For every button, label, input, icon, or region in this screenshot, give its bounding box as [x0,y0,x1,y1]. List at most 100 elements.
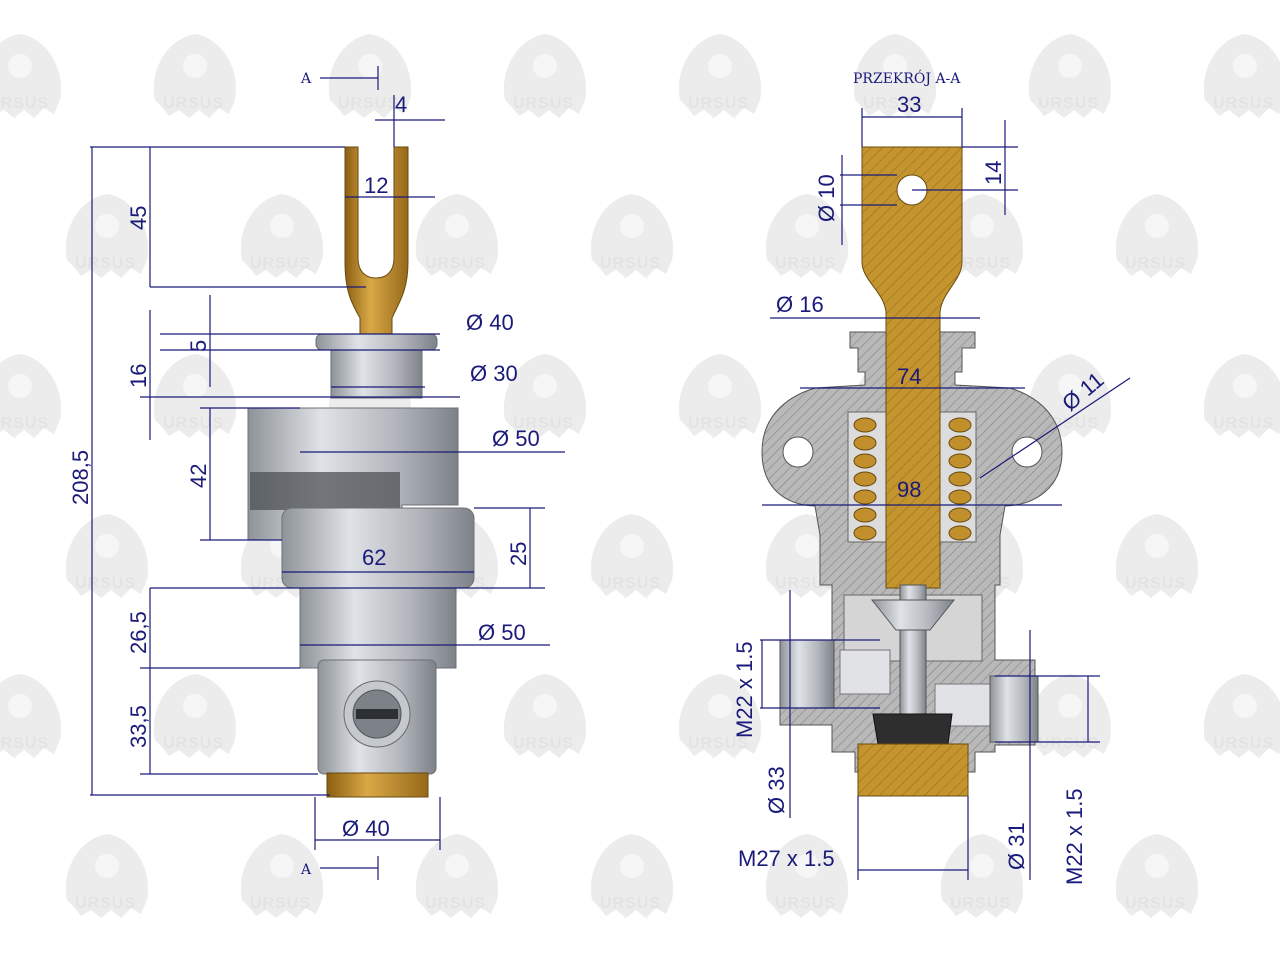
flange-hole-right [1011,436,1043,468]
watermark-text: URSUS [688,415,749,432]
dim-m22-right: M22 x 1.5 [1062,788,1087,885]
left-view: A A 4 [68,66,565,880]
watermark-logo: URSUS [678,674,762,758]
watermark-logo: URSUS [1115,834,1199,918]
watermark-text: URSUS [1038,735,1099,752]
watermark-text: URSUS [250,895,311,912]
dim-45: 45 [126,206,151,230]
watermark-logo: URSUS [153,354,237,438]
dim-phi16: Ø 16 [776,292,824,317]
watermark-logo: URSUS [240,194,324,278]
watermark-text: URSUS [1038,95,1099,112]
watermark-logo: URSUS [1115,194,1199,278]
port-bore-left [839,649,891,695]
watermark-text: URSUS [950,895,1011,912]
watermark-text: URSUS [0,735,49,752]
dim-62: 62 [362,545,386,570]
spring-coil [948,417,972,433]
dim-5: 5 [186,340,211,352]
section-title: PRZEKRÓJ A-A [853,69,961,87]
dim-26-5: 26,5 [126,611,151,654]
neck [330,349,423,399]
spring-coil [853,417,877,433]
watermark-logo: URSUS [590,194,674,278]
watermark-logo: URSUS [0,354,62,438]
watermark-logo: URSUS [1203,354,1280,438]
watermark-text: URSUS [425,895,486,912]
watermark-text: URSUS [163,415,224,432]
watermark-text: URSUS [338,95,399,112]
watermark-logo: URSUS [65,194,149,278]
spring-left [853,417,877,541]
watermark-logo: URSUS [415,834,499,918]
watermark-text: URSUS [1125,575,1186,592]
watermark-logo: URSUS [503,34,587,118]
watermark-logo: URSUS [1028,34,1112,118]
right-view-section: PRZEKRÓJ A-A 33 14 Ø 10 Ø 16 74 Ø 11 98 … [732,69,1131,885]
watermark-logo: URSUS [765,194,849,278]
top-collar [315,333,438,351]
watermark-text: URSUS [1213,415,1274,432]
bottom-nut [326,772,429,798]
spring-coil [853,507,877,523]
watermark-logo: URSUS [765,834,849,918]
dim-33-top: 33 [897,92,921,117]
spring-coil [948,453,972,469]
watermark-logo: URSUS [0,674,62,758]
dim-phi40-bottom: Ø 40 [342,816,390,841]
watermark-logo: URSUS [590,834,674,918]
dim-phi50-lower: Ø 50 [478,620,526,645]
watermark-logo: URSUS [153,674,237,758]
valve-seat [872,713,953,745]
watermark-text: URSUS [163,95,224,112]
watermark-text: URSUS [163,735,224,752]
watermark-text: URSUS [1213,95,1274,112]
watermark-logo: URSUS [678,34,762,118]
watermark-text: URSUS [600,575,661,592]
port-slot [356,709,398,719]
section-marker-top: A [300,71,312,87]
watermark-text: URSUS [0,95,49,112]
dim-98: 98 [897,477,921,502]
eye-rod [861,146,963,589]
spring-coil [853,453,877,469]
dim-12: 12 [364,173,388,198]
watermark-logo: URSUS [940,194,1024,278]
watermark-text: URSUS [863,95,924,112]
dim-phi50-upper: Ø 50 [492,426,540,451]
watermark-logo: URSUS [0,34,62,118]
watermark-text: URSUS [1125,895,1186,912]
watermark-text: URSUS [425,255,486,272]
dim-m22-left: M22 x 1.5 [732,641,757,738]
watermark-logo: URSUS [240,834,324,918]
watermark-layer: URSUSURSUSURSUSURSUSURSUSURSUSURSUSURSUS… [0,34,1280,918]
dim-phi31: Ø 31 [1004,822,1029,870]
spring-coil [853,435,877,451]
spring-coil [853,471,877,487]
watermark-logo: URSUS [1203,34,1280,118]
watermark-text: URSUS [775,255,836,272]
spring-right [948,417,972,541]
watermark-text: URSUS [775,895,836,912]
watermark-logo: URSUS [153,34,237,118]
dim-42: 42 [186,464,211,488]
fork-clevis [344,146,409,337]
watermark-logo: URSUS [503,674,587,758]
watermark-text: URSUS [600,255,661,272]
watermark-logo: URSUS [853,34,937,118]
body-shadow [250,472,400,510]
watermark-logo: URSUS [940,834,1024,918]
thread-left [779,639,835,709]
spring-coil [948,489,972,505]
spring-coil [948,435,972,451]
dim-74: 74 [897,364,921,389]
watermark-logo: URSUS [415,194,499,278]
valve-cone [870,599,956,631]
flange-hole-left [782,436,814,468]
spring-coil [948,525,972,541]
dim-phi40-top: Ø 40 [466,310,514,335]
dim-m27: M27 x 1.5 [738,846,835,871]
watermark-text: URSUS [75,255,136,272]
dim-33-5: 33,5 [126,705,151,748]
